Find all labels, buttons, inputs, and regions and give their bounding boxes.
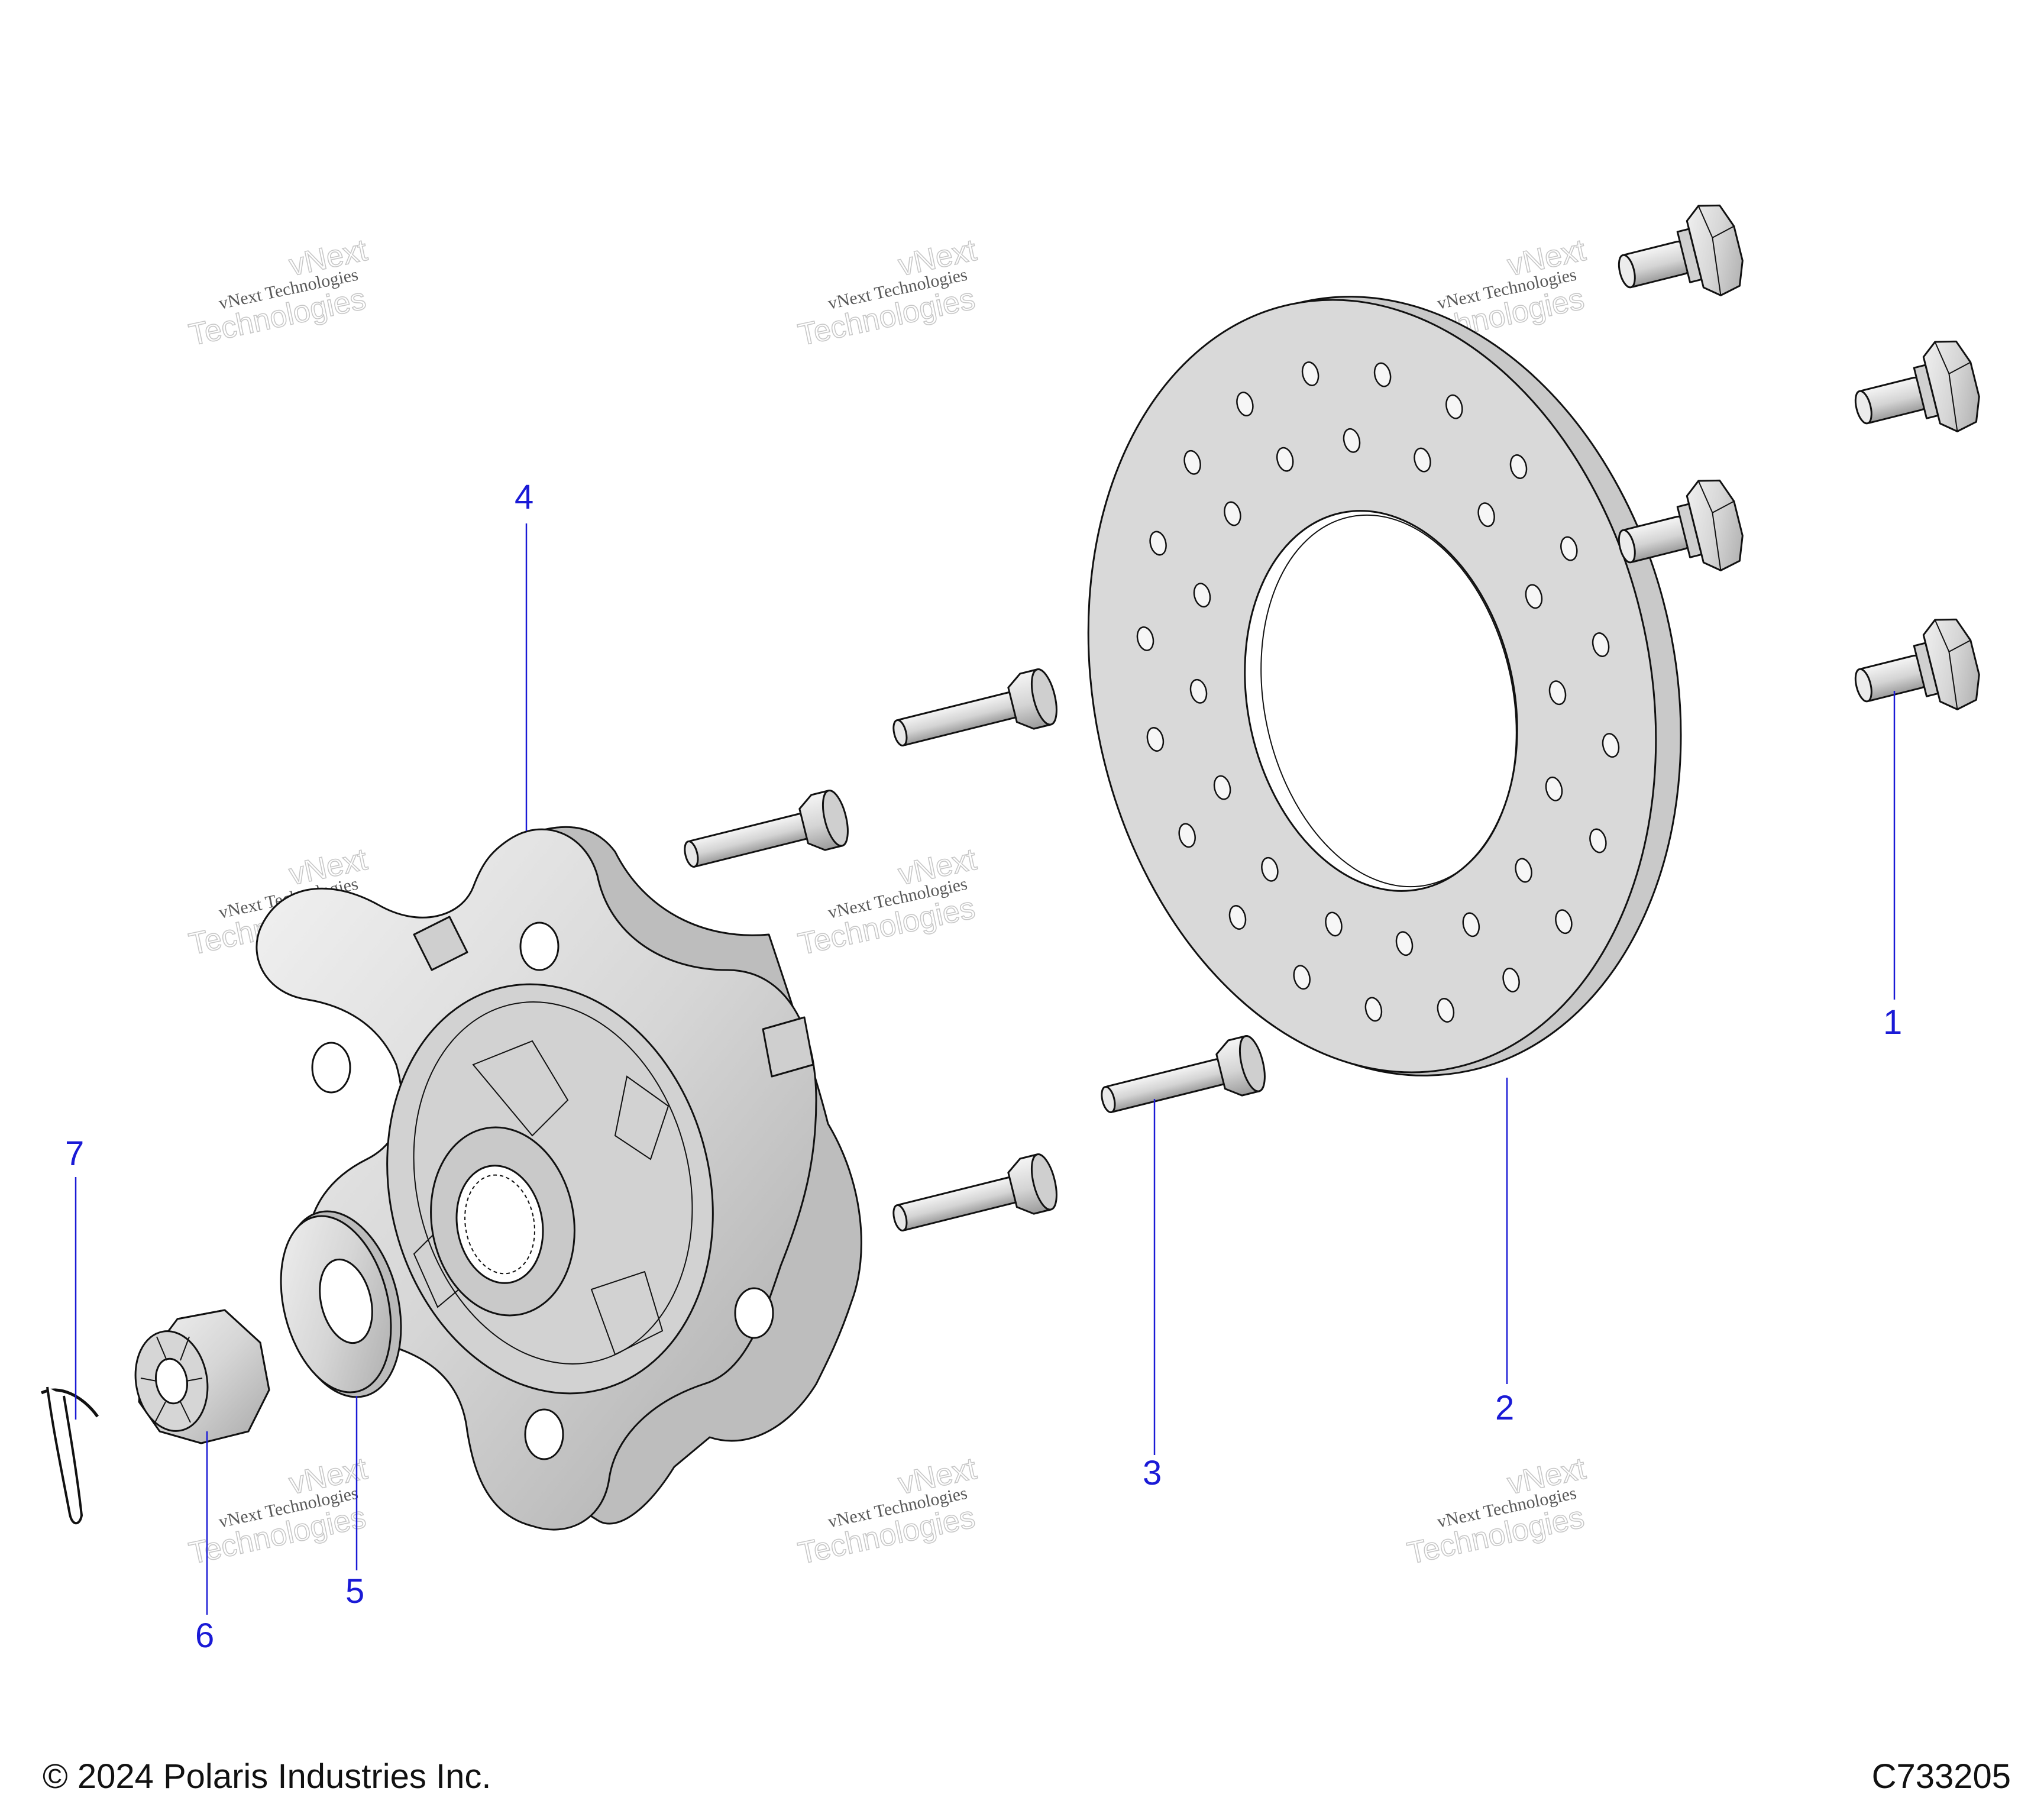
- disc-hole: [1301, 361, 1319, 386]
- disc-hole: [1555, 909, 1573, 935]
- washer: [280, 1210, 402, 1398]
- disc-hole: [1462, 912, 1480, 937]
- cotter-pin: [40, 1386, 99, 1525]
- callout-1: 1: [1883, 1003, 1902, 1042]
- disc-hole: [1502, 967, 1520, 992]
- disc-hole: [1193, 583, 1211, 608]
- castle-nut: [134, 1309, 270, 1444]
- callout-7: 7: [65, 1134, 84, 1173]
- disc-hole: [1343, 428, 1361, 453]
- watermark-tile: vNext vNext Technologies Technologies: [795, 232, 980, 353]
- callout-5: 5: [345, 1572, 364, 1611]
- disc-hole: [1602, 733, 1620, 758]
- disc-hole: [1509, 454, 1528, 479]
- disc-hole: [1224, 501, 1241, 526]
- watermark-tile: vNext vNext Technologies Technologies: [795, 1451, 980, 1572]
- disc-hole: [1589, 828, 1607, 853]
- disc-hole: [1276, 447, 1294, 472]
- disc-hole: [1213, 775, 1231, 800]
- callout-4: 4: [515, 478, 533, 516]
- disc-hole: [1525, 584, 1543, 609]
- watermark-tile: vNext vNext Technologies Technologies: [1404, 1451, 1589, 1572]
- callout-2: 2: [1495, 1389, 1514, 1427]
- disc-hole: [1592, 632, 1610, 657]
- disc-hole: [1228, 905, 1247, 930]
- disc-hole: [1515, 858, 1532, 883]
- watermark-tile: vNext vNext Technologies Technologies: [186, 232, 371, 353]
- watermark-tile: vNext vNext Technologies Technologies: [795, 842, 980, 962]
- disc-hole: [1364, 997, 1383, 1022]
- disc-hole: [1236, 392, 1254, 417]
- disc-hole: [1395, 931, 1414, 956]
- disc-hole: [1545, 776, 1563, 801]
- disc-holes: [1136, 361, 1620, 1023]
- callout-6: 6: [195, 1616, 214, 1655]
- callout-3: 3: [1143, 1454, 1162, 1492]
- disc-hole: [1178, 823, 1196, 848]
- disc-hole: [1189, 678, 1208, 704]
- copyright-notice: © 2024 Polaris Industries Inc.: [43, 1757, 491, 1796]
- leader-lines: [75, 523, 1896, 1615]
- wheel-hub: [256, 826, 862, 1531]
- disc-hole: [1560, 536, 1578, 561]
- disc-hole: [1149, 531, 1167, 556]
- brake-disc: [1087, 296, 1682, 1076]
- disc-hole: [1325, 911, 1343, 937]
- callout-labels: 1 2 3 4 5 6 7: [65, 478, 1902, 1655]
- drawing-number: C733205: [1871, 1757, 2011, 1796]
- disc-hole: [1548, 680, 1567, 706]
- disc-hole: [1477, 502, 1495, 528]
- disc-hole: [1373, 362, 1392, 387]
- disc-hole: [1261, 856, 1279, 882]
- disc-hole: [1437, 998, 1455, 1023]
- disc-hole: [1414, 447, 1431, 473]
- disc-hole: [1146, 727, 1165, 752]
- disc-hole: [1183, 450, 1201, 475]
- disc-hole: [1136, 626, 1154, 651]
- disc-hole: [1293, 965, 1311, 990]
- disc-hole: [1445, 394, 1463, 419]
